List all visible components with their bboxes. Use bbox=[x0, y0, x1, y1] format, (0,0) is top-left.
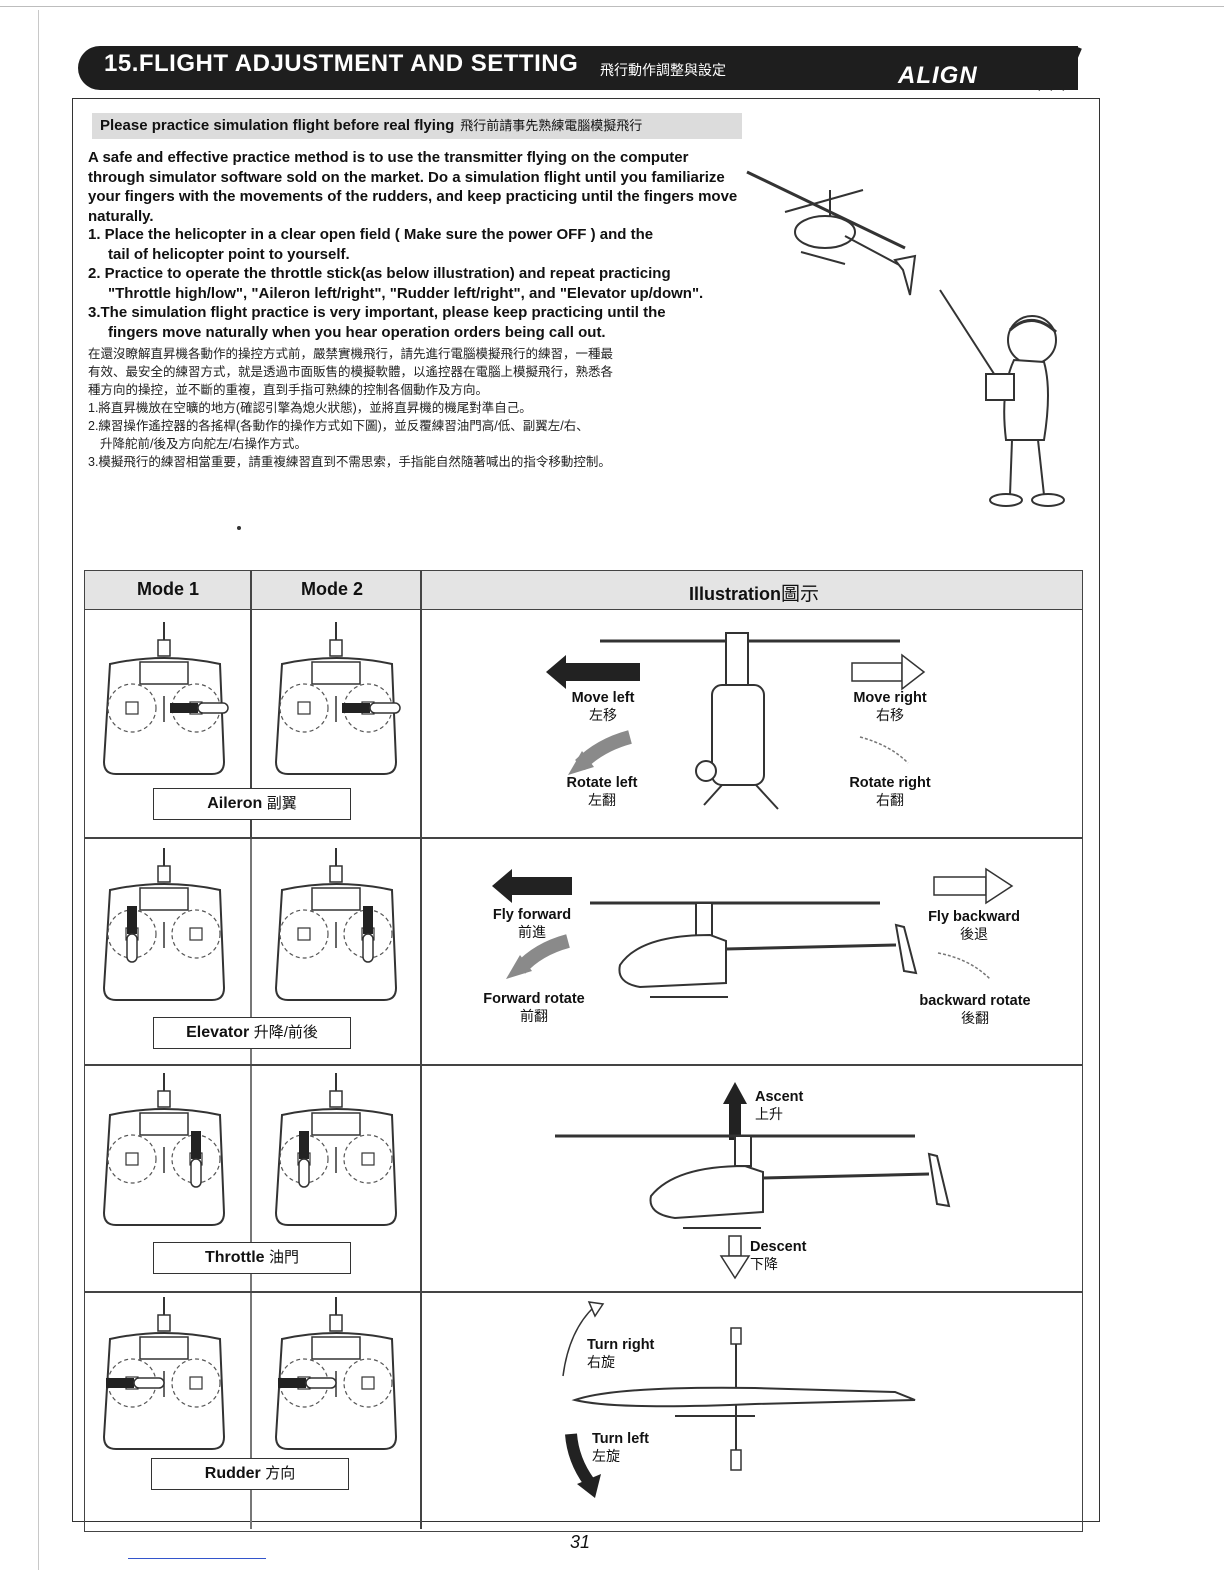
label-en: Ascent bbox=[755, 1089, 803, 1105]
arrow-down-icon bbox=[729, 1236, 741, 1256]
control-label-rudder: Rudder 方向 bbox=[151, 1458, 349, 1490]
label-cn: 後翻 bbox=[904, 1010, 1046, 1027]
transmitter-icon bbox=[276, 1073, 396, 1225]
label-en: backward rotate bbox=[919, 993, 1030, 1009]
control-name-cn: 油門 bbox=[269, 1249, 299, 1266]
transmitter-icon bbox=[276, 1297, 396, 1449]
control-name-cn: 升降/前後 bbox=[254, 1024, 318, 1041]
label-cn: 左旋 bbox=[592, 1448, 668, 1465]
control-label-elevator: Elevator 升降/前後 bbox=[153, 1017, 351, 1049]
transmitter-icon bbox=[276, 848, 396, 1000]
label-en: Descent bbox=[750, 1239, 806, 1255]
label-cn: 左移 bbox=[556, 707, 650, 724]
label-cn: 上升 bbox=[755, 1106, 825, 1123]
arrow-left-icon bbox=[512, 877, 572, 895]
page-number: 31 bbox=[570, 1532, 590, 1553]
label-cn: 右翻 bbox=[836, 792, 944, 809]
label-en: Rotate right bbox=[849, 775, 930, 791]
label-cn: 右移 bbox=[840, 707, 940, 724]
label-en: Forward rotate bbox=[483, 991, 585, 1007]
rudder-illustration bbox=[555, 1300, 955, 1500]
bottom-underline bbox=[128, 1558, 266, 1559]
transmitter-icon bbox=[104, 1297, 224, 1449]
control-name: Aileron bbox=[207, 795, 262, 812]
label-en: Move right bbox=[853, 690, 926, 706]
control-name: Rudder bbox=[205, 1465, 261, 1482]
control-name-cn: 方向 bbox=[265, 1465, 295, 1482]
label-cn: 前翻 bbox=[468, 1008, 600, 1025]
label-en: Move left bbox=[572, 690, 635, 706]
label-en: Fly backward bbox=[928, 909, 1020, 925]
control-name: Throttle bbox=[205, 1249, 265, 1266]
control-name-cn: 副翼 bbox=[267, 795, 297, 812]
transmitter-icon bbox=[276, 622, 400, 774]
label-cn: 下降 bbox=[750, 1256, 820, 1273]
label-en: Turn left bbox=[592, 1431, 649, 1447]
label-en: Turn right bbox=[587, 1337, 654, 1353]
transmitter-icon bbox=[104, 1073, 224, 1225]
control-label-aileron: Aileron 副翼 bbox=[153, 788, 351, 820]
control-label-throttle: Throttle 油門 bbox=[153, 1242, 351, 1274]
transmitter-icon bbox=[104, 622, 228, 774]
label-en: Fly forward bbox=[493, 907, 571, 923]
arrow-right-icon bbox=[934, 877, 986, 895]
label-cn: 後退 bbox=[914, 926, 1034, 943]
label-cn: 前進 bbox=[480, 924, 584, 941]
label-cn: 左翻 bbox=[552, 792, 652, 809]
arrow-right-icon bbox=[852, 663, 902, 681]
label-cn: 右旋 bbox=[587, 1354, 667, 1371]
control-name: Elevator bbox=[186, 1024, 249, 1041]
arrow-left-icon bbox=[566, 663, 640, 681]
transmitter-icon bbox=[104, 848, 224, 1000]
label-en: Rotate left bbox=[567, 775, 638, 791]
